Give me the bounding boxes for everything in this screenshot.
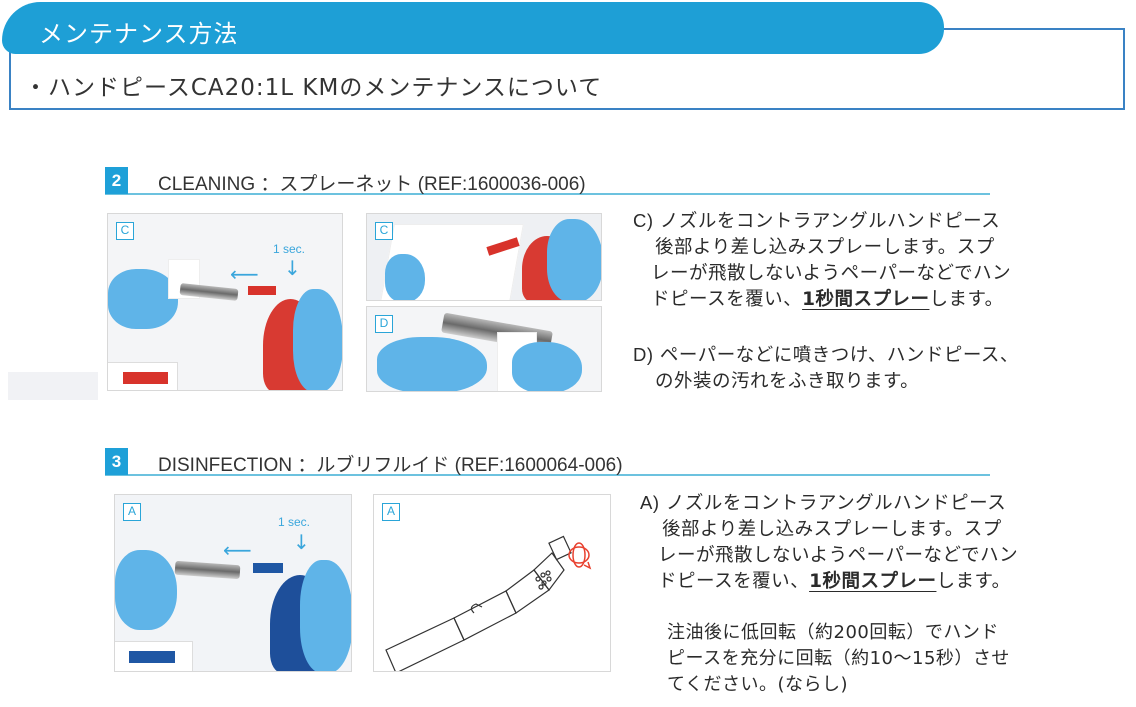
section-number: 3 — [105, 448, 128, 475]
instruction-line: します。 — [929, 289, 1004, 310]
glove-right-image — [547, 219, 601, 300]
duration-label: 1 sec. — [273, 242, 306, 256]
instruction-line: ペーパーなどに噴きつけ、ハンドピース、 — [659, 345, 1019, 366]
instruction-line: ドピースを覆い、 — [658, 571, 810, 592]
instruction-line: します。 — [936, 571, 1011, 592]
emphasis-text: 1秒間スプレー — [809, 571, 937, 592]
glove-left-image — [377, 337, 487, 391]
nozzle-legend-red — [123, 372, 168, 384]
glove-left-image — [385, 254, 425, 300]
instruction-disinfection-a: A) ノズルをコントラアングルハンドピース 後部より差し込みスプレーします。スプ… — [640, 490, 1018, 595]
emphasis-text: 1秒間スプレー — [802, 289, 930, 310]
instruction-line: ノズルをコントラアングルハンドピース — [659, 211, 1001, 232]
instruction-label: D) — [633, 344, 654, 365]
image-cleaning-c-spray: C — [366, 213, 602, 301]
glove-right-image — [512, 342, 582, 391]
nozzle-red-image — [248, 286, 276, 295]
instruction-line: の外装の汚れをふき取ります。 — [655, 371, 920, 392]
note-line: ピースを充分に回転（約10～15秒）させ — [667, 648, 1010, 669]
glove-left-image — [108, 269, 178, 329]
instruction-cleaning-c: C) ノズルをコントラアングルハンドピース 後部より差し込みスプレーします。スプ… — [633, 208, 1011, 313]
glove-left-image — [115, 550, 177, 630]
nozzle-legend — [115, 641, 193, 671]
note-line: 注油後に低回転（約200回転）でハンド — [667, 622, 999, 643]
image-disinfection-a-insert: A 1 sec. ⟵ ↓ — [114, 494, 352, 672]
image-tag: A — [123, 503, 141, 521]
nozzle-legend — [108, 362, 178, 390]
nozzle-blue-image — [253, 563, 283, 573]
section-header-disinfection: 3 DISINFECTION ：ルブリフルイド (REF:1600064-006… — [105, 448, 990, 476]
break-in-note: 注油後に低回転（約200回転）でハンド ピースを充分に回転（約10～15秒）させ… — [667, 620, 1010, 698]
handpiece-drawing-icon — [385, 535, 592, 671]
instruction-label: A) — [640, 492, 660, 513]
instruction-line: レーが飛散しないようペーパーなどでハン — [651, 263, 1012, 284]
duration-label: 1 sec. — [278, 515, 311, 529]
nozzle-legend-blue — [129, 651, 175, 663]
glove-right-image — [293, 289, 342, 390]
image-cleaning-d-wipe: D — [366, 306, 602, 392]
handpiece-image — [174, 560, 241, 580]
section-title: DISINFECTION ：ルブリフルイド (REF:1600064-006) — [158, 455, 623, 476]
section-title: CLEANING ：スプレーネット (REF:1600036-006) — [158, 174, 586, 195]
image-tag: C — [375, 222, 393, 240]
instruction-cleaning-d: D) ペーパーなどに噴きつけ、ハンドピース、 の外装の汚れをふき取ります。 — [633, 342, 1019, 395]
arrow-left-icon: ⟵ — [223, 538, 252, 562]
image-tag: A — [382, 503, 400, 521]
image-cleaning-c-insert: C 1 sec. ⟵ ↓ — [107, 213, 343, 391]
scan-artifact — [8, 372, 98, 400]
instruction-line: 後部より差し込みスプレーします。スプ — [655, 237, 995, 258]
instruction-line: 後部より差し込みスプレーします。スプ — [662, 519, 1002, 540]
image-tag: D — [375, 315, 393, 333]
page-title: メンテナンス方法 — [39, 20, 239, 48]
image-tag: C — [116, 222, 134, 240]
note-line: てください。(ならし) — [667, 674, 849, 695]
section-number: 2 — [105, 167, 128, 194]
title-banner: メンテナンス方法 — [2, 2, 944, 54]
instruction-line: レーが飛散しないようペーパーなどでハン — [658, 545, 1019, 566]
glove-right-image — [300, 560, 351, 671]
image-disinfection-a-drawing: A — [373, 494, 611, 672]
arrow-down-icon: ↓ — [293, 530, 310, 554]
arrow-down-icon: ↓ — [284, 256, 301, 280]
instruction-label: C) — [633, 210, 654, 231]
page-subtitle: ・ハンドピースCA20:1L KMのメンテナンスについて — [24, 75, 603, 101]
arrow-left-icon: ⟵ — [230, 262, 259, 286]
instruction-line: ドピースを覆い、 — [651, 289, 803, 310]
section-header-cleaning: 2 CLEANING ：スプレーネット (REF:1600036-006) — [105, 167, 990, 195]
instruction-line: ノズルをコントラアングルハンドピース — [665, 493, 1007, 514]
